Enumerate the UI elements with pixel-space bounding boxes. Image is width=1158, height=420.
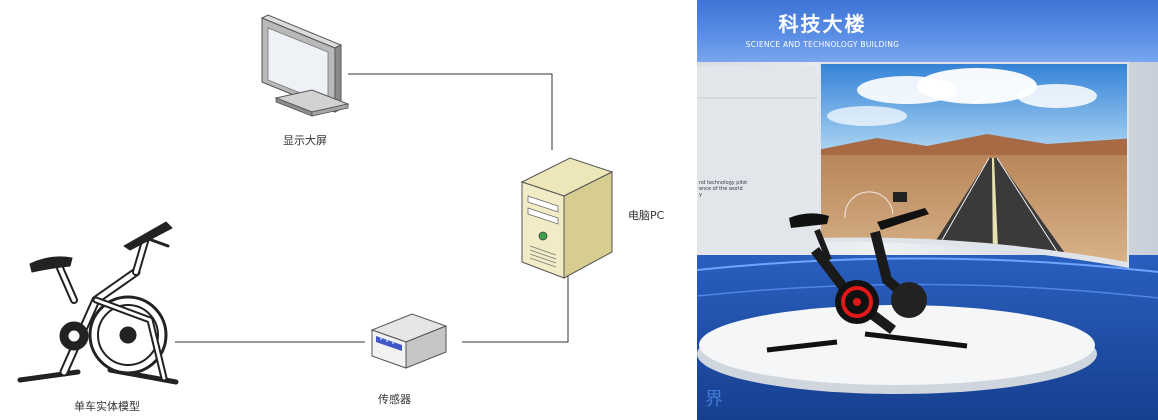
sensor-label: 传感器 [378, 393, 411, 406]
scene-banner: 科技大楼 SCIENCE AND TECHNOLOGY BUILDING [697, 0, 1158, 62]
scene-canvas [697, 62, 1158, 420]
banner-title: 科技大楼 [778, 12, 867, 36]
pc-tower-icon [520, 157, 614, 279]
side-caption-line: ence of the world [699, 186, 743, 192]
side-caption-line: nd technology pilot [699, 180, 748, 186]
connector-display-pc [348, 73, 553, 150]
display-platform [697, 305, 1097, 394]
side-caption: nd technology pilot ence of the world y [699, 180, 747, 198]
corner-glyph: 界 [705, 389, 723, 410]
system-diagram: 显示大屏 电脑PC 传感器 单车实体模型 [17, 14, 665, 413]
connector-pc-sensor [462, 276, 569, 343]
curved-screen [819, 62, 1129, 268]
scene-render: 科技大楼 SCIENCE AND TECHNOLOGY BUILDING nd … [697, 0, 1158, 420]
pc-label: 电脑PC [628, 209, 665, 222]
exercise-bike-photo [766, 191, 968, 353]
diagram-canvas [17, 14, 614, 385]
banner-subtitle: SCIENCE AND TECHNOLOGY BUILDING [745, 40, 900, 49]
exercise-bike-icon [17, 221, 179, 385]
sensor-box-icon [370, 313, 448, 369]
display-label: 显示大屏 [283, 134, 327, 147]
monitor-icon [260, 14, 350, 117]
bike-label: 单车实体模型 [74, 400, 140, 413]
side-caption-line: y [699, 192, 702, 198]
